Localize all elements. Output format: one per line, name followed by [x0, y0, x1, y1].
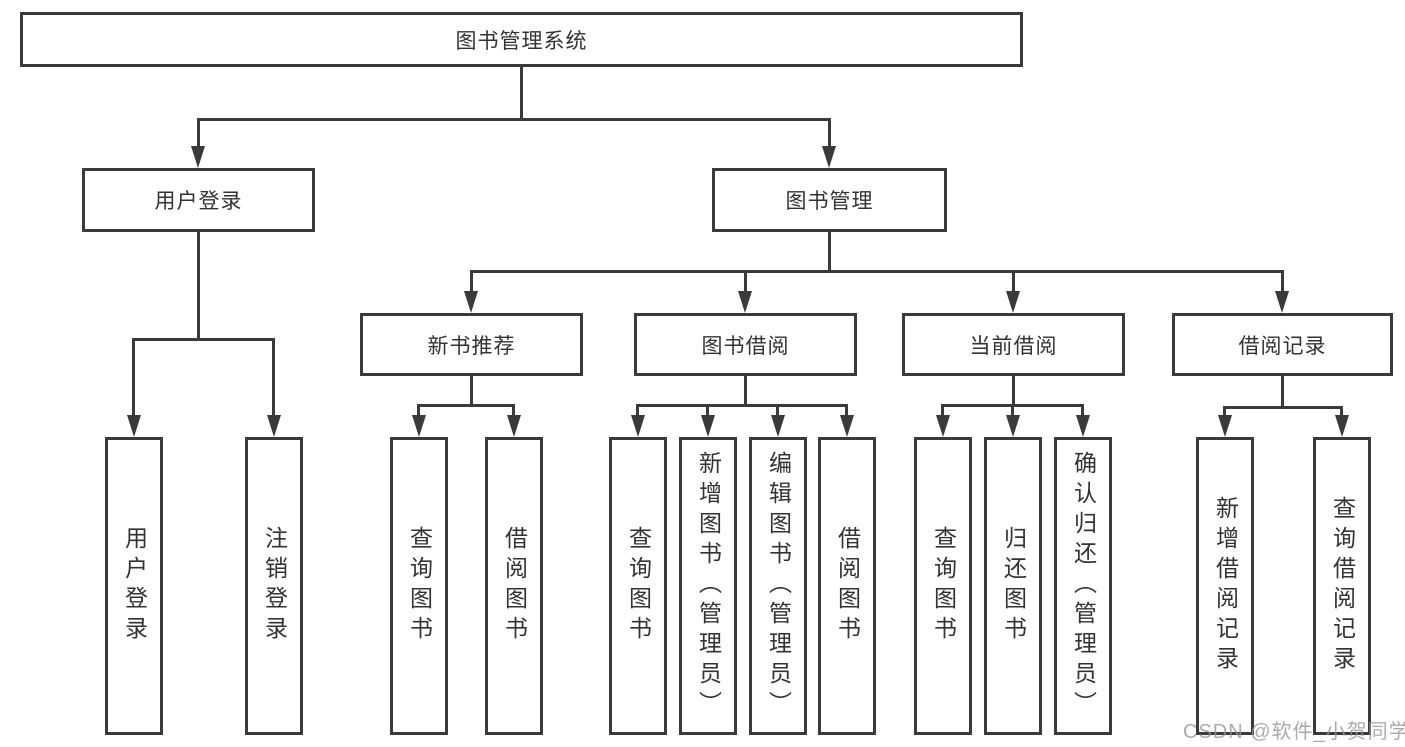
arrow-down-icon	[1275, 291, 1289, 313]
node-library-management-system: 图书管理系统	[20, 12, 1023, 67]
arrow-down-icon	[1006, 415, 1020, 437]
connector-stem-borrow	[744, 270, 747, 293]
leaf-logout: 注销登录	[245, 437, 303, 735]
leaf-query-borrow-record: 查询借阅记录	[1313, 437, 1371, 735]
csdn-watermark: CSDN @软件_小贺同学	[1183, 721, 1405, 743]
connector-stem-leaf	[1340, 406, 1343, 418]
connector-stem-leaf	[706, 404, 709, 418]
node-borrowing-records: 借阅记录	[1172, 313, 1393, 376]
connector-records-stem	[1281, 376, 1284, 409]
connector-stem-records	[1281, 270, 1284, 293]
connector-stem-leaf	[272, 338, 275, 417]
arrow-down-icon	[1218, 415, 1232, 437]
connector-stem-book-mgmt	[828, 118, 831, 148]
connector-stem-leaf	[636, 404, 639, 418]
connector-stem-leaf	[845, 404, 848, 418]
leaf-borrow-books: 借阅图书	[818, 437, 876, 735]
connector-borrow-rail	[636, 404, 848, 407]
connector-records-rail	[1223, 406, 1343, 409]
arrow-down-icon	[822, 146, 836, 168]
arrow-down-icon	[267, 415, 281, 437]
connector-login-stem	[197, 232, 200, 338]
leaf-edit-book-admin: 编辑图书（管理员）	[749, 437, 807, 735]
connector-stem-current	[1012, 270, 1015, 293]
leaf-return-book: 归还图书	[984, 437, 1042, 735]
node-current-borrowing: 当前借阅	[902, 313, 1125, 376]
leaf-add-borrow-record: 新增借阅记录	[1196, 437, 1254, 735]
connector-borrow-stem	[744, 376, 747, 407]
connector-stem-leaf	[417, 404, 420, 418]
arrow-down-icon	[412, 415, 426, 437]
connector-mgmt-rail	[470, 270, 1283, 273]
connector-stem-leaf	[1223, 406, 1226, 418]
arrow-down-icon	[507, 415, 521, 437]
connector-root-rail	[197, 118, 831, 121]
arrow-down-icon	[1076, 415, 1090, 437]
connector-stem-leaf	[1081, 404, 1084, 418]
arrow-down-icon	[771, 415, 785, 437]
connector-mgmt-stem	[828, 232, 831, 273]
node-book-borrowing: 图书借阅	[634, 313, 857, 376]
connector-root-stem	[520, 67, 523, 121]
connector-newbook-stem	[470, 376, 473, 407]
arrow-down-icon	[738, 291, 752, 313]
arrow-down-icon	[464, 291, 478, 313]
arrow-down-icon	[1335, 415, 1349, 437]
leaf-add-book-admin: 新增图书（管理员）	[679, 437, 737, 735]
arrow-down-icon	[936, 415, 950, 437]
connector-stem-leaf	[512, 404, 515, 418]
connector-current-stem	[1012, 376, 1015, 407]
leaf-borrow-books-recommend: 借阅图书	[485, 437, 543, 735]
arrow-down-icon	[1006, 291, 1020, 313]
arrow-down-icon	[840, 415, 854, 437]
arrow-down-icon	[191, 146, 205, 168]
leaf-query-books-current: 查询图书	[914, 437, 972, 735]
connector-stem-newbook	[470, 270, 473, 293]
node-book-management: 图书管理	[712, 168, 947, 232]
connector-stem-leaf	[1011, 404, 1014, 418]
connector-stem-leaf	[776, 404, 779, 418]
leaf-user-login: 用户登录	[105, 437, 163, 735]
connector-stem-leaf	[132, 338, 135, 417]
arrow-down-icon	[701, 415, 715, 437]
connector-stem-user-login	[197, 118, 200, 148]
arrow-down-icon	[127, 415, 141, 437]
leaf-query-books-borrow: 查询图书	[609, 437, 667, 735]
connector-newbook-rail	[417, 404, 515, 407]
node-user-login: 用户登录	[82, 168, 315, 232]
connector-login-rail	[132, 338, 274, 341]
leaf-query-books-recommend: 查询图书	[390, 437, 448, 735]
connector-stem-leaf	[941, 404, 944, 418]
node-new-book-recommendation: 新书推荐	[360, 313, 583, 376]
arrow-down-icon	[631, 415, 645, 437]
leaf-confirm-return-admin: 确认归还（管理员）	[1054, 437, 1112, 735]
